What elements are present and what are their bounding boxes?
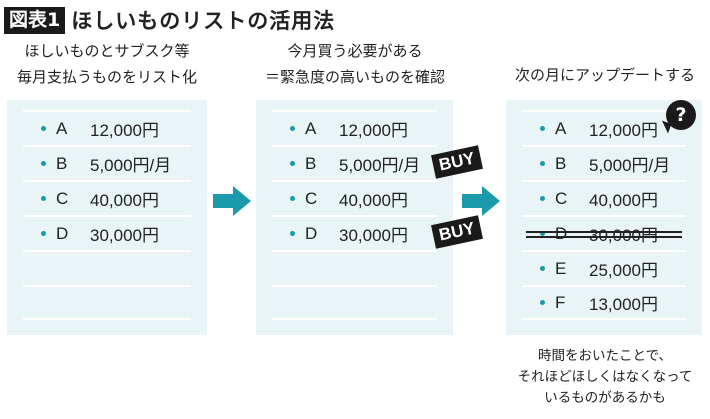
list-item: A 12,000円 [272,110,437,145]
bullet-icon [290,231,295,236]
list-item: B 5,000円/月 [272,145,437,180]
title-text: ほしいものリストの活用法 [71,9,336,33]
bullet-icon [540,231,545,236]
empty-row [23,285,191,320]
bullet-icon [41,196,46,201]
item-letter: C [305,188,318,208]
item-letter: B [56,153,68,173]
column-2-caption: 今月買う必要がある ＝緊急度の高いものを確認 [245,38,465,90]
list-item: F 13,000円 [522,285,686,320]
item-price: 30,000円 [90,226,159,245]
item-letter: C [555,188,568,208]
item-price: 5,000円/月 [589,156,671,175]
bullet-icon [540,266,545,271]
list-item-struck: D 30,000円 [522,215,686,250]
arrow-right-icon [213,186,251,216]
list-item: C 40,000円 [272,180,437,215]
bullet-icon [290,196,295,201]
list-item: C 40,000円 [522,180,686,215]
bullet-icon [41,231,46,236]
caption-line: 次の月にアップデートする [514,66,695,84]
caption-line: ＝緊急度の高いものを確認 [264,68,445,86]
list-item: A 12,000円 [23,110,191,145]
bullet-icon [41,161,46,166]
bullet-icon [290,161,295,166]
list-panel-1: A 12,000円 B 5,000円/月 C 40,000円 D 30,000円 [7,100,207,335]
item-price: 30,000円 [589,226,658,245]
item-letter: A [555,118,567,138]
figure-badge: 図表1 [4,6,66,34]
item-price: 5,000円/月 [90,156,172,175]
caption-line: 毎月支払うものをリスト化 [16,68,197,86]
item-letter: F [555,292,566,312]
item-price: 12,000円 [589,121,658,140]
bullet-icon [290,126,295,131]
note-line: いるものがあるかも [544,390,666,406]
list-item: B 5,000円/月 [23,145,191,180]
item-price: 40,000円 [589,191,658,210]
bullet-icon [540,196,545,201]
bullet-icon [540,161,545,166]
item-price: 13,000円 [589,295,658,314]
empty-row [272,285,437,320]
note-line: 時間をおいたことで、 [537,348,673,364]
column-1-caption: ほしいものとサブスク等 毎月支払うものをリスト化 [7,38,207,90]
bullet-icon [41,126,46,131]
item-price: 30,000円 [339,226,408,245]
list-item: B 5,000円/月 [522,145,686,180]
item-letter: D [305,223,318,243]
list-item: E 25,000円 [522,250,686,285]
item-letter: D [56,223,69,243]
list-item: D 30,000円 [272,215,437,250]
item-letter: E [555,258,567,278]
item-price: 25,000円 [589,261,658,280]
item-letter: A [305,118,317,138]
note-line: それほどほしくはなくなって [517,369,693,385]
item-price: 40,000円 [339,191,408,210]
item-letter: D [555,223,568,243]
item-price: 12,000円 [90,121,159,140]
caption-line: ほしいものとサブスク等 [24,42,190,60]
list-item: C 40,000円 [23,180,191,215]
empty-row [272,250,437,285]
item-price: 40,000円 [90,191,159,210]
figure-title: 図表1 ほしいものリストの活用法 [4,5,335,35]
list-item: D 30,000円 [23,215,191,250]
bullet-icon [540,126,545,131]
arrow-right-icon [462,186,500,216]
list-item: A 12,000円 [522,110,686,145]
list-panel-3: A 12,000円 B 5,000円/月 C 40,000円 D 30,000円 E 25… [506,100,702,335]
item-letter: A [56,118,68,138]
footnote: 時間をおいたことで、 それほどほしくはなくなって いるものがあるかも [505,346,705,409]
item-letter: B [305,153,317,173]
list-panel-2: A 12,000円 B 5,000円/月 C 40,000円 D 30,000円 [256,100,453,335]
bullet-icon [540,300,545,305]
item-price: 12,000円 [339,121,408,140]
caption-line: 今月買う必要がある [287,42,423,60]
column-3-caption: 次の月にアップデートする [500,62,710,88]
item-price: 5,000円/月 [339,156,421,175]
item-letter: B [555,153,567,173]
empty-row [23,250,191,285]
question-bubble-icon: ? [666,100,696,130]
item-letter: C [56,188,69,208]
